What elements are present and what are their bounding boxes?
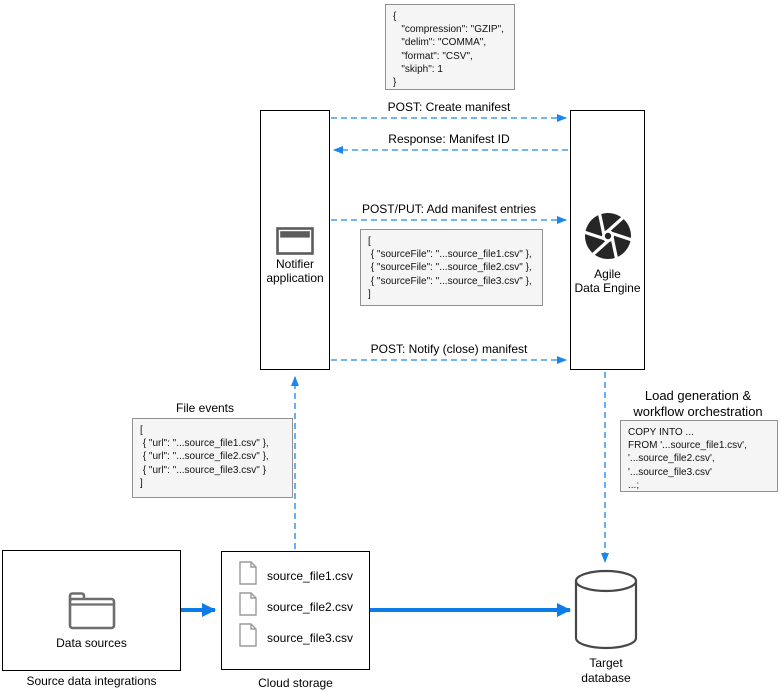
file-label: source_file3.csv bbox=[267, 630, 354, 645]
app-window-icon bbox=[276, 227, 314, 260]
source-data-integrations-box: Data sources bbox=[2, 550, 181, 671]
ade-label: Agile Data Engine bbox=[574, 267, 641, 295]
manifest-entries-json-block: [ { "sourceFile": "...source_file1.csv" … bbox=[360, 229, 543, 306]
file-label: source_file2.csv bbox=[267, 599, 354, 614]
message-create-manifest-label: POST: Create manifest bbox=[387, 100, 511, 114]
aperture-icon bbox=[580, 209, 635, 265]
ade-lifeline: Agile Data Engine bbox=[570, 110, 645, 370]
folder-icon bbox=[66, 589, 118, 638]
source-data-integrations-caption: Source data integrations bbox=[26, 674, 157, 688]
notifier-label: Notifier application bbox=[266, 257, 324, 285]
file-events-title: File events bbox=[175, 401, 235, 415]
data-sources-label: Data sources bbox=[56, 636, 127, 650]
file-icon bbox=[239, 623, 257, 652]
file-label: source_file1.csv bbox=[267, 568, 354, 583]
file-row: source_file2.csv bbox=[239, 591, 363, 622]
cloud-storage-caption: Cloud storage bbox=[258, 676, 333, 690]
file-row: source_file3.csv bbox=[239, 622, 363, 653]
target-database-caption: Target database bbox=[581, 656, 631, 685]
load-generation-title: Load generation & workflow orchestration bbox=[633, 388, 763, 419]
message-add-manifest-entries-label: POST/PUT: Add manifest entries bbox=[361, 202, 537, 216]
file-row: source_file1.csv bbox=[239, 560, 363, 591]
message-response-manifest-id-label: Response: Manifest ID bbox=[388, 132, 510, 146]
database-cylinder-icon bbox=[574, 569, 638, 656]
copy-into-sql-block: COPY INTO ... FROM '...source_file1.csv'… bbox=[620, 420, 778, 492]
file-icon bbox=[239, 592, 257, 621]
file-events-json-block: [ { "url": "...source_file1.csv" }, { "u… bbox=[132, 418, 293, 498]
config-json-block: { "compression": "GZIP", "delim": "COMMA… bbox=[385, 4, 515, 90]
cloud-storage-box: source_file1.csv source_file2.csv bbox=[221, 551, 370, 670]
notifier-lifeline: Notifier application bbox=[260, 110, 330, 370]
message-notify-close-manifest-label: POST: Notify (close) manifest bbox=[370, 342, 528, 356]
file-icon bbox=[239, 561, 257, 590]
